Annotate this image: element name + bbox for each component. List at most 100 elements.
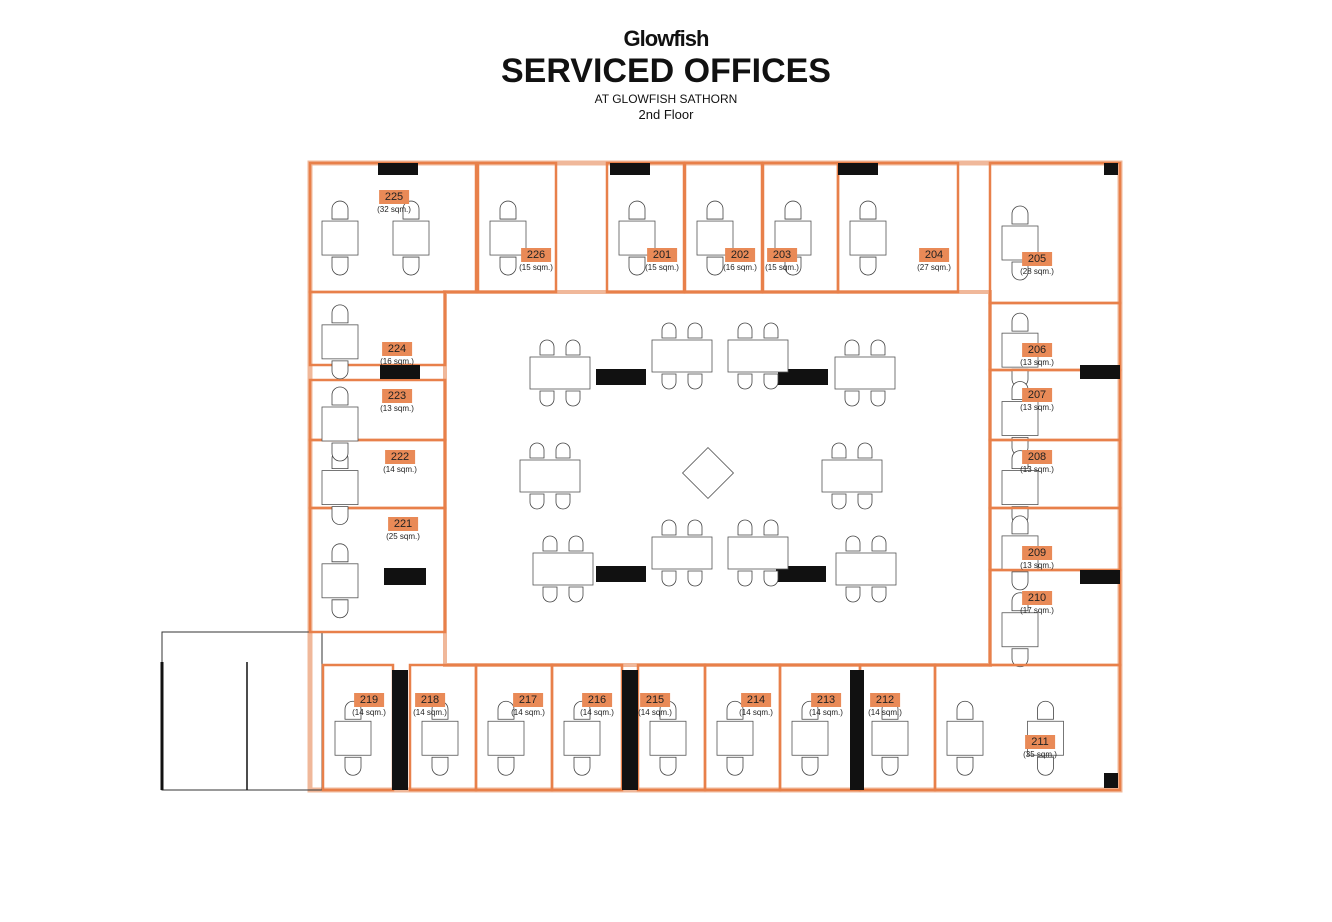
room-label[interactable]: 226(15 sqm.)	[519, 245, 553, 272]
room-label[interactable]: 211(35 sqm.)	[1023, 732, 1057, 759]
room-number: 223	[381, 389, 413, 403]
column	[392, 670, 408, 790]
room-area: (14 sqm.)	[809, 708, 843, 717]
chair-icon	[956, 756, 974, 776]
room-label[interactable]: 218(14 sqm.)	[413, 690, 447, 717]
room-label[interactable]: 224(16 sqm.)	[380, 339, 414, 366]
room-label[interactable]: 201(15 sqm.)	[645, 245, 679, 272]
room-label[interactable]: 207(13 sqm.)	[1020, 385, 1054, 412]
room-area: (14 sqm.)	[413, 708, 447, 717]
room-area: (13 sqm.)	[1020, 465, 1054, 474]
room-label[interactable]: 204(27 sqm.)	[917, 245, 951, 272]
room-label[interactable]: 213(14 sqm.)	[809, 690, 843, 717]
room-label[interactable]: 203(15 sqm.)	[765, 245, 799, 272]
chair-icon	[628, 256, 646, 276]
room-number: 225	[378, 190, 410, 204]
room-label[interactable]: 209(13 sqm.)	[1020, 543, 1054, 570]
chair-icon	[661, 322, 703, 339]
room-number: 205	[1021, 252, 1053, 266]
room-label[interactable]: 210(17 sqm.)	[1020, 588, 1054, 615]
room-area: (13 sqm.)	[1020, 358, 1054, 367]
room-label[interactable]: 205(28 sqm.)	[1020, 249, 1054, 276]
room-area: (32 sqm.)	[377, 205, 411, 214]
chair-icon	[845, 586, 887, 603]
column	[1104, 773, 1118, 788]
desk	[649, 720, 687, 756]
room-number: 213	[810, 693, 842, 707]
chair-icon	[831, 442, 873, 459]
column	[380, 365, 420, 379]
chair-icon	[1011, 648, 1029, 668]
chair-icon	[1037, 756, 1054, 776]
desk	[791, 720, 829, 756]
room-218	[408, 663, 478, 792]
room-area: (17 sqm.)	[1020, 606, 1054, 615]
desk	[421, 720, 459, 756]
room-label[interactable]: 202(16 sqm.)	[723, 245, 757, 272]
workstation	[727, 536, 789, 570]
page-subtitle: AT GLOWFISH SATHORN	[594, 92, 738, 106]
room-label[interactable]: 222(14 sqm.)	[383, 447, 417, 474]
chair-icon	[542, 586, 584, 603]
chair-icon	[331, 200, 349, 220]
chair-icon	[1011, 312, 1029, 332]
workstation	[519, 459, 581, 493]
chair-icon	[539, 390, 581, 407]
room-label[interactable]: 221(25 sqm.)	[386, 514, 420, 541]
room-label[interactable]: 208(13 sqm.)	[1020, 447, 1054, 474]
column	[1080, 570, 1120, 584]
column	[596, 369, 646, 385]
chair-icon	[706, 256, 724, 276]
column	[838, 163, 878, 175]
room-number: 217	[512, 693, 544, 707]
room-number: 224	[381, 342, 413, 356]
desk	[487, 720, 525, 756]
room-area: (14 sqm.)	[868, 708, 902, 717]
desk	[321, 220, 359, 256]
room-number: 221	[387, 517, 419, 531]
room-label[interactable]: 215(14 sqm.)	[638, 690, 672, 717]
workstation	[651, 536, 713, 570]
chair-icon	[737, 373, 779, 390]
chair-icon	[726, 756, 744, 776]
workstation	[532, 552, 594, 586]
chair-icon	[956, 700, 974, 720]
chair-icon	[659, 756, 677, 776]
chair-icon	[331, 543, 349, 563]
desk	[849, 220, 887, 256]
chair-icon	[331, 304, 349, 324]
room-area: (27 sqm.)	[917, 263, 951, 272]
room-label[interactable]: 219(14 sqm.)	[352, 690, 386, 717]
workstation	[834, 356, 896, 390]
room-label[interactable]: 214(14 sqm.)	[739, 690, 773, 717]
desk	[392, 220, 430, 256]
room-label[interactable]: 223(13 sqm.)	[380, 386, 414, 413]
room-number: 204	[918, 248, 950, 262]
chair-icon	[529, 493, 571, 510]
desk	[321, 406, 359, 442]
column	[596, 566, 646, 582]
room-label[interactable]: 225(32 sqm.)	[377, 187, 411, 214]
column	[610, 163, 650, 175]
room-area: (14 sqm.)	[739, 708, 773, 717]
chair-icon	[706, 200, 724, 220]
chair-icon	[831, 493, 873, 510]
room-area: (15 sqm.)	[765, 263, 799, 272]
chair-icon	[1011, 515, 1029, 535]
chair-icon	[1037, 700, 1054, 720]
chair-icon	[737, 570, 779, 587]
room-label[interactable]: 217(14 sqm.)	[511, 690, 545, 717]
room-223	[308, 378, 447, 442]
workstation	[727, 339, 789, 373]
room-label[interactable]: 212(14 sqm.)	[868, 690, 902, 717]
room-label[interactable]: 216(14 sqm.)	[580, 690, 614, 717]
chair-icon	[331, 256, 349, 276]
room-label[interactable]: 206(13 sqm.)	[1020, 340, 1054, 367]
chair-icon	[661, 373, 703, 390]
room-number: 212	[869, 693, 901, 707]
chair-icon	[539, 339, 581, 356]
room-area: (14 sqm.)	[352, 708, 386, 717]
chair-icon	[1011, 205, 1029, 225]
chair-icon	[881, 756, 899, 776]
